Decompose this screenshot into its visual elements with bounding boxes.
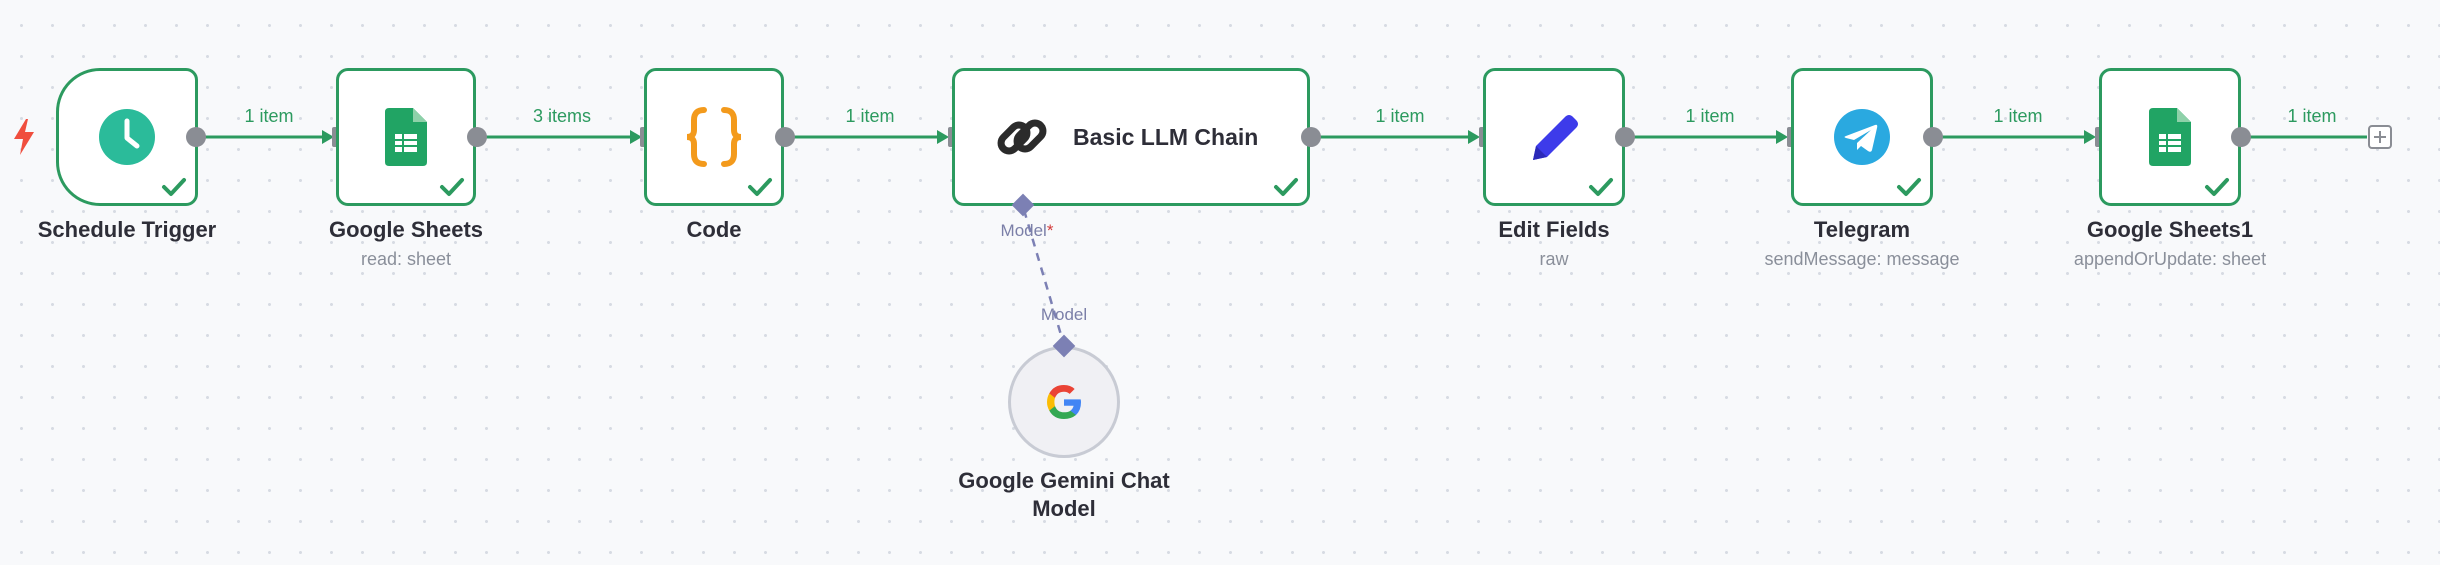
node-basic-llm-chain[interactable]: Basic LLM Chain [952,68,1310,206]
google-sheets-icon [2149,108,2191,166]
output-port[interactable] [186,127,206,147]
trigger-bolt-icon [14,119,34,155]
success-check-icon [748,178,772,196]
google-sheets-icon [385,108,427,166]
connection-arrow [630,130,642,144]
output-port[interactable] [1923,127,1943,147]
connection-arrow [2084,130,2096,144]
node-title: Google Gemini Chat Model [958,468,1170,521]
node-subtitle: raw [1539,249,1569,269]
node-google-gemini-chat-model[interactable] [1008,346,1120,458]
node-title: Code [686,217,742,242]
node-subtitle: appendOrUpdate: sheet [2073,249,2267,269]
success-check-icon [1274,178,1298,196]
output-port[interactable] [2231,127,2251,147]
edge-item-count: 1 item [1375,106,1425,126]
add-node-button[interactable] [2368,125,2392,149]
edge-item-count: 1 item [1993,106,2043,126]
node-telegram[interactable] [1791,68,1933,206]
edge-item-count: 1 item [845,106,895,126]
code-braces-icon [686,107,742,167]
chain-link-icon [997,119,1047,155]
success-check-icon [1589,178,1613,196]
node-title: Edit Fields [1498,217,1610,242]
node-title: Schedule Trigger [37,217,217,242]
model-port-label: Model* [1000,221,1054,240]
model-port-label: Model [1040,305,1088,324]
edge-item-count: 1 item [1685,106,1735,126]
connection-arrow [937,130,949,144]
google-g-icon [1047,385,1081,419]
success-check-icon [1897,178,1921,196]
clock-icon [99,109,155,165]
node-subtitle: read: sheet [360,249,452,269]
connection-arrow [322,130,334,144]
output-port[interactable] [775,127,795,147]
output-port[interactable] [467,127,487,147]
edge-item-count: 1 item [2287,106,2337,126]
pencil-icon [1533,115,1578,160]
node-code[interactable] [644,68,784,206]
node-google-sheets1[interactable] [2099,68,2241,206]
output-port[interactable] [1615,127,1635,147]
telegram-icon [1834,109,1890,165]
connection-arrow [1776,130,1788,144]
node-title: Google Sheets [328,217,484,242]
connection-arrow [1468,130,1480,144]
output-port[interactable] [1301,127,1321,147]
success-check-icon [440,178,464,196]
node-google-sheets[interactable] [336,68,476,206]
success-check-icon [2205,178,2229,196]
node-subtitle: sendMessage: message [1764,249,1960,269]
required-marker: * [1046,221,1054,240]
success-check-icon [162,178,186,196]
edge-item-count: 3 items [532,106,592,126]
node-title: Google Sheets1 [2086,217,2254,242]
node-title: Telegram [1813,217,1911,242]
node-title: Basic LLM Chain [1073,123,1259,150]
node-schedule-trigger[interactable] [56,68,198,206]
edge-item-count: 1 item [244,106,294,126]
node-edit-fields[interactable] [1483,68,1625,206]
